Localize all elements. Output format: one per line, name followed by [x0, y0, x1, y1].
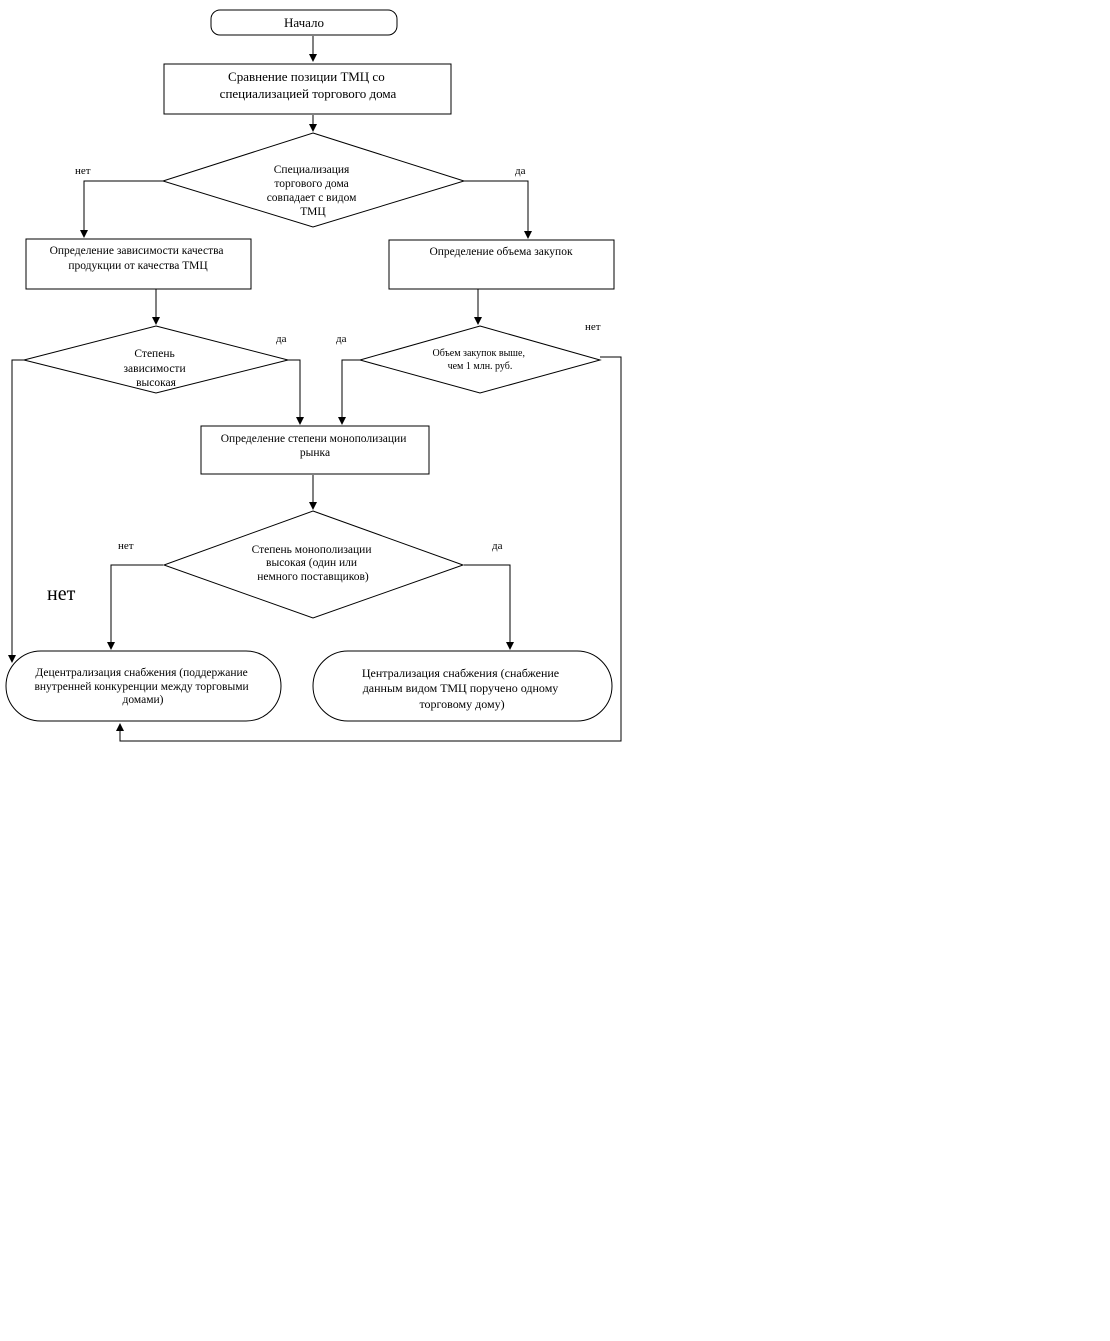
- dependency-line-1: Определение зависимости качества: [50, 245, 224, 257]
- label-mono-no: нет: [118, 540, 134, 552]
- shapes: [5, 9, 615, 722]
- monopoly-decision-text: Степень монополизации высокая (один или …: [252, 544, 375, 583]
- volume-decision: [358, 325, 602, 394]
- centralization-text: Централизация снабжения (снабжение данны…: [362, 666, 562, 711]
- compare-process: [163, 63, 452, 115]
- monopoly-decision-line-1: Степень монополизации: [252, 544, 372, 556]
- start-text: Начало: [284, 15, 324, 30]
- label-dep-yes: да: [276, 333, 287, 345]
- specialization-line-4: ТМЦ: [300, 206, 326, 218]
- decentralization-line-3: домами): [123, 694, 164, 706]
- connector-spec-no: [80, 180, 164, 238]
- specialization-line-1: Специализация: [274, 164, 350, 176]
- connector-mono-yes: [464, 564, 514, 650]
- decentralization-terminal: [5, 650, 282, 722]
- label-spec-yes: да: [515, 165, 526, 177]
- monopoly-line-1: Определение степени монополизации: [221, 433, 407, 445]
- monopoly-process: [200, 425, 430, 475]
- label-spec-no: нет: [75, 165, 91, 177]
- specialization-line-3: совпадает с видом: [267, 192, 357, 204]
- compare-line-1: Сравнение позиции ТМЦ со: [228, 69, 385, 84]
- compare-line-2: специализацией торгового дома: [220, 86, 397, 101]
- node-texts: Начало Сравнение позиции ТМЦ со специали…: [34, 15, 572, 711]
- specialization-decision: [161, 132, 466, 228]
- dependency-text: Определение зависимости качества продукц…: [50, 245, 227, 272]
- label-big-no: нет: [47, 583, 76, 605]
- dependency-decision-line-3: высокая: [136, 377, 177, 389]
- decentralization-text: Децентрализация снабжения (поддержание в…: [34, 667, 251, 706]
- volume-decision-text: Объем закупок выше, чем 1 млн. руб.: [433, 348, 528, 372]
- monopoly-decision: [162, 510, 465, 619]
- decentralization-line-1: Децентрализация снабжения (поддержание: [35, 667, 247, 679]
- connector-vol-yes: [338, 359, 360, 425]
- connector-spec-yes: [464, 180, 532, 239]
- monopoly-decision-line-3: немного поставщиков): [257, 571, 369, 583]
- dependency-decision: [23, 325, 289, 394]
- dependency-decision-line-2: зависимости: [124, 363, 186, 375]
- monopoly-line-2: рынка: [300, 447, 330, 459]
- centralization-terminal: [312, 650, 613, 722]
- specialization-line-2: торгового дома: [274, 178, 348, 190]
- connector-mono-no: [107, 564, 163, 650]
- centralization-line-1: Централизация снабжения (снабжение: [362, 666, 559, 680]
- label-mono-yes: да: [492, 540, 503, 552]
- connector-dep-no: [8, 359, 24, 663]
- volume-line-1: Определение объема закупок: [429, 246, 573, 258]
- dependency-decision-line-1: Степень: [134, 348, 174, 360]
- volume-decision-line-2: чем 1 млн. руб.: [448, 361, 513, 372]
- start-line-1: Начало: [284, 15, 324, 30]
- centralization-line-2: данным видом ТМЦ поручено одному: [363, 681, 559, 695]
- start-terminal: [210, 9, 398, 36]
- connector-dep-yes: [288, 359, 304, 425]
- branch-labels: нет да да да нет нет да нет: [47, 165, 601, 605]
- volume-decision-line-1: Объем закупок выше,: [433, 348, 525, 359]
- monopoly-decision-line-2: высокая (один или: [266, 557, 357, 569]
- volume-text: Определение объема закупок: [429, 246, 573, 258]
- specialization-text: Специализация торгового дома совпадает с…: [267, 164, 360, 218]
- connectors: [8, 36, 622, 742]
- dependency-process: [25, 238, 252, 290]
- connector-vol-no: [116, 356, 622, 742]
- label-vol-no: нет: [585, 321, 601, 333]
- centralization-line-3: торговому дому): [419, 697, 504, 711]
- compare-text: Сравнение позиции ТМЦ со специализацией …: [220, 69, 397, 101]
- volume-process: [388, 239, 615, 290]
- dependency-line-2: продукции от качества ТМЦ: [68, 260, 208, 272]
- dependency-decision-text: Степень зависимости высокая: [124, 348, 189, 389]
- label-vol-yes: да: [336, 333, 347, 345]
- decentralization-line-2: внутренней конкуренции между торговыми: [34, 681, 248, 693]
- monopoly-text: Определение степени монополизации рынка: [221, 433, 410, 459]
